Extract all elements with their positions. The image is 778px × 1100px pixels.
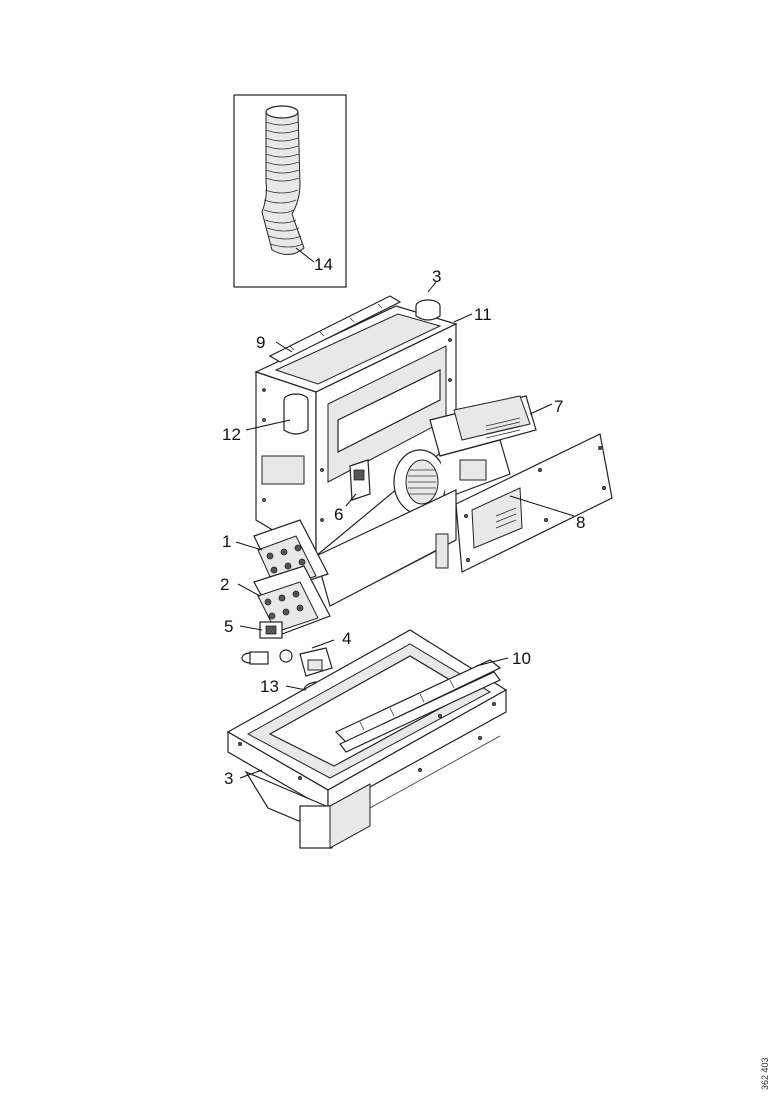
callout-10: 10 bbox=[512, 649, 531, 668]
connecting-duct bbox=[315, 489, 457, 607]
callout-6: 6 bbox=[334, 505, 343, 524]
upper-housing bbox=[254, 295, 458, 558]
callout-4: 4 bbox=[342, 629, 351, 648]
callout-9: 9 bbox=[256, 333, 265, 352]
callout-5: 5 bbox=[224, 617, 233, 636]
callout-12: 12 bbox=[222, 425, 241, 444]
callout-2: 2 bbox=[220, 575, 229, 594]
document-id: 362 403 bbox=[760, 1057, 770, 1090]
callout-11: 11 bbox=[474, 305, 492, 324]
inset-hose-panel: 14 bbox=[233, 94, 347, 288]
flexible-hose bbox=[261, 105, 305, 255]
callout-3-bottom: 3 bbox=[224, 769, 233, 788]
callout-8: 8 bbox=[576, 513, 585, 532]
heat-exchanger-blocks bbox=[253, 519, 331, 635]
callout-3-top: 3 bbox=[432, 267, 441, 286]
callout-1: 1 bbox=[222, 532, 231, 551]
callout-14: 14 bbox=[314, 255, 333, 274]
callout-13: 13 bbox=[260, 677, 279, 696]
base-tray bbox=[226, 629, 508, 849]
blower-assembly bbox=[393, 395, 537, 515]
callout-7: 7 bbox=[554, 397, 563, 416]
callout-labels: 3 11 9 12 7 6 8 1 2 5 4 10 13 3 bbox=[220, 267, 585, 788]
leader-lines bbox=[235, 281, 575, 779]
